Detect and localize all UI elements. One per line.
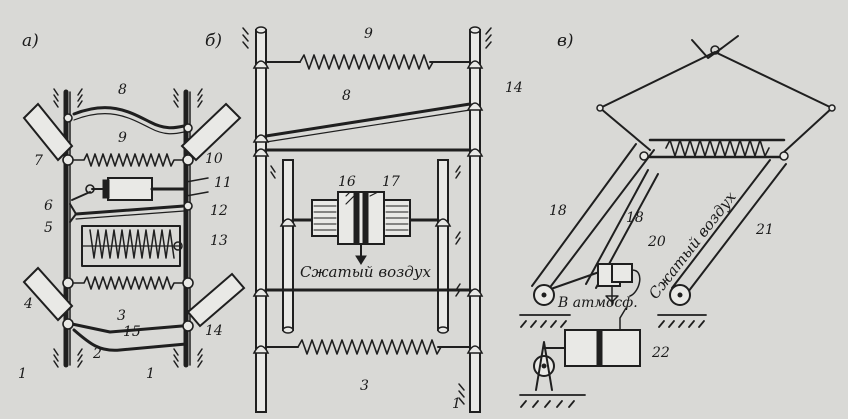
label-a-11: 11 [214, 175, 232, 191]
panel-c-spring [665, 139, 770, 157]
label-c-18-right: 18 [626, 210, 644, 226]
label-a-3: 3 [117, 308, 126, 324]
panel-a-cylinder-10 [85, 177, 186, 201]
panel-b-spring-9 [299, 54, 434, 70]
panel-b-joints [252, 60, 484, 354]
panel-a-mechanism [22, 88, 246, 368]
label-a-15: 15 [123, 324, 141, 340]
label-a-5: 5 [44, 220, 53, 236]
panel-c-pivots [533, 104, 836, 306]
panel-c-ground-bases [519, 314, 707, 408]
label-c-20: 20 [647, 234, 666, 250]
label-c-to-atmosphere: В атмосф. [557, 295, 638, 311]
panel-b-callouts: 9 14 8 16 17 Сжатый воздух 3 1 [300, 26, 523, 412]
panel-c-valve-20 [597, 263, 641, 306]
panel-a-spring-assembly-13 [81, 225, 183, 267]
label-b-16: 16 [338, 174, 356, 190]
label-a-7: 7 [34, 153, 43, 169]
label-a-6: 6 [44, 198, 53, 214]
label-a-10: 10 [205, 151, 223, 167]
panel-c-upper-frame [599, 51, 833, 109]
label-c-21: 21 [755, 222, 774, 238]
label-a-4: 4 [23, 296, 33, 312]
panel-a-rod-8 [72, 106, 186, 130]
panel-c-actuator-22 [533, 307, 641, 391]
panel-c-arm-21 [671, 159, 787, 293]
panel-b-mechanism [242, 26, 492, 413]
panel-c-mechanism [519, 35, 836, 408]
label-b-14: 14 [505, 80, 523, 96]
label-a-8: 8 [118, 82, 127, 98]
label-a-14: 14 [205, 323, 223, 339]
label-c-18-left: 18 [549, 203, 567, 219]
label-b-1: 1 [452, 396, 461, 412]
panel-b-cylinder-16-17 [311, 191, 411, 265]
label-c-22: 22 [651, 345, 670, 361]
panel-label-c: в) [557, 31, 574, 51]
panel-a-lever-6 [71, 191, 91, 201]
panel-a-joints [62, 113, 194, 332]
panel-a-callouts: 8 9 7 10 11 6 12 5 13 4 3 15 14 2 1 1 [18, 82, 232, 382]
label-b-compressed-air: Сжатый воздух [300, 263, 431, 281]
panel-a-rod-15 [70, 322, 184, 334]
panel-b-spring-3 [297, 339, 442, 355]
label-a-9: 9 [118, 130, 127, 146]
panel-a-insulator-arms [22, 102, 246, 328]
label-a-1-left: 1 [18, 366, 27, 382]
panel-a-rod-2 [72, 328, 188, 352]
label-b-3: 3 [360, 378, 369, 394]
panel-b-rod-8 [264, 102, 472, 138]
label-a-12: 12 [210, 203, 228, 219]
panel-a-spring-9 [71, 153, 185, 167]
panel-labels: а) б) в) [22, 31, 574, 51]
panel-label-a: а) [22, 31, 39, 51]
label-a-1-right: 1 [146, 366, 155, 382]
label-b-9: 9 [364, 26, 373, 42]
label-b-17: 17 [382, 174, 400, 190]
label-a-2: 2 [92, 346, 102, 362]
panel-a-spring-3 [71, 276, 185, 290]
panel-label-b: б) [205, 31, 222, 51]
panel-c-arm-18-outer [531, 143, 655, 291]
label-b-8: 8 [342, 88, 351, 104]
panel-a-ground-hatches [53, 88, 203, 368]
panel-a-rod-5 [74, 204, 186, 216]
panel-a-pipe-11 [185, 177, 209, 183]
label-a-13: 13 [210, 233, 228, 249]
